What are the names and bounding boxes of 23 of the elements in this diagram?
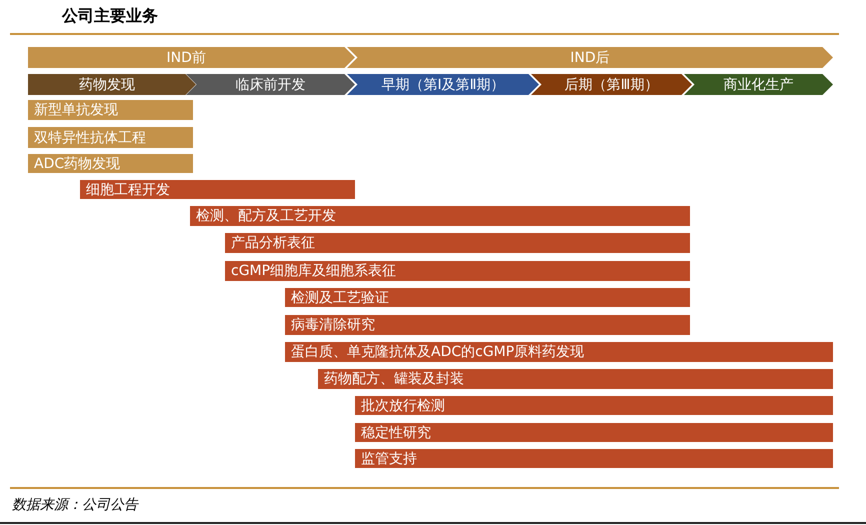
source-note: 数据来源：公司公告 xyxy=(12,496,138,514)
task-bar: 蛋白质、单克隆抗体及ADC的cGMP原料药发现 xyxy=(285,342,833,362)
chevron-band: 临床前开发 xyxy=(186,74,355,95)
chevron-band: IND前 xyxy=(28,47,355,68)
task-bar: 检测及工艺验证 xyxy=(285,288,690,307)
figure-title: 公司主要业务 xyxy=(62,6,158,27)
chevron-band: 后期（第Ⅲ期） xyxy=(531,74,692,95)
task-bar: ADC药物发现 xyxy=(28,154,193,173)
task-bar: 双特异性抗体工程 xyxy=(28,127,193,148)
chevron-band: 商业化生产 xyxy=(684,74,833,95)
chevron-band: 药物发现 xyxy=(28,74,196,95)
task-bar: 新型单抗发现 xyxy=(28,100,193,120)
task-bar: 稳定性研究 xyxy=(355,423,833,442)
task-bar: cGMP细胞库及细胞系表征 xyxy=(225,261,690,281)
task-bar: 批次放行检测 xyxy=(355,396,833,415)
task-bar: 病毒清除研究 xyxy=(285,315,690,335)
task-bar: 检测、配方及工艺开发 xyxy=(190,206,690,226)
task-bar: 药物配方、罐装及封装 xyxy=(318,369,833,389)
chevron-band: 早期（第Ⅰ及第Ⅱ期） xyxy=(347,74,539,95)
task-bar: 监管支持 xyxy=(355,449,833,468)
task-bar: 产品分析表征 xyxy=(225,233,690,253)
task-bar: 细胞工程开发 xyxy=(80,180,355,199)
chevron-band: IND后 xyxy=(347,47,833,68)
